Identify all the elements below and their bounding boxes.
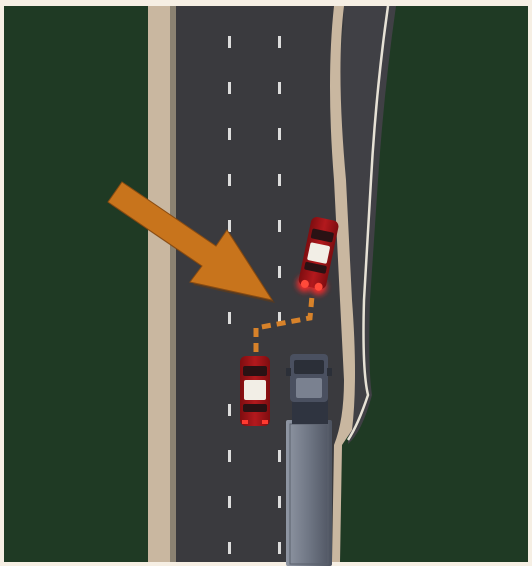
left-shoulder <box>148 6 170 562</box>
truck-trailer <box>286 420 332 566</box>
car-braking-tail-light-right <box>262 420 268 424</box>
truck-mirror-right <box>327 368 332 376</box>
car-braking-windshield <box>243 366 267 376</box>
car-braking-rear-window <box>243 404 267 412</box>
truck-windshield <box>294 360 324 374</box>
car-braking-tail-light-left <box>242 420 248 424</box>
truck <box>286 354 332 566</box>
truck-mirror-left <box>286 368 291 376</box>
car-braking <box>240 356 270 426</box>
truck-roof <box>296 378 322 398</box>
car-braking-roof <box>244 380 266 400</box>
left-edge-line <box>170 6 176 562</box>
